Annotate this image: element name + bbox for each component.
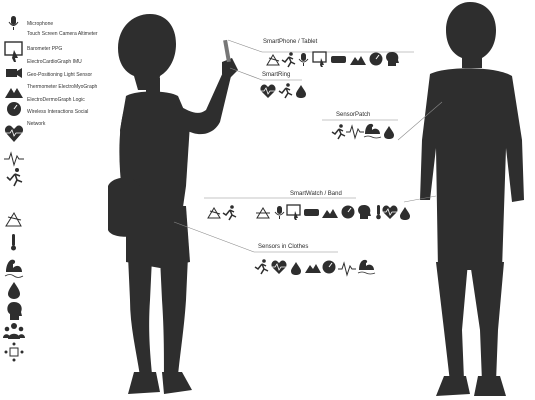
muscle-icon	[4, 259, 24, 278]
ecg-icon	[4, 151, 24, 167]
legend-item-7: ElectroDermoGraph Logic	[27, 97, 85, 103]
legend-item-4: ElectroCardioGraph IMU	[27, 59, 82, 65]
running-icon	[6, 168, 23, 187]
heart-pulse-icon	[4, 125, 24, 142]
thermometer-icon	[11, 234, 16, 251]
callout-smartwatch-label: SmartWatch / Band	[290, 191, 342, 197]
legend-item-3: Barometer PPG	[27, 46, 63, 52]
legend-item-1: Microphone	[27, 21, 54, 27]
camera-icon	[6, 68, 22, 78]
legend-item-8: Wireless Interactions Social	[27, 109, 89, 115]
microphone-icon	[8, 16, 19, 30]
drop-icon	[8, 282, 20, 299]
legend-item-6: Thermometer ElectroMyoGraph	[27, 84, 98, 90]
legend-item-2: Touch Screen Camera Altimeter	[27, 31, 98, 37]
smartwatch-icons	[207, 204, 410, 221]
callout-smartring-label: SmartRing	[262, 72, 291, 78]
callout-smartphone-label: SmartPhone / Tablet	[263, 39, 318, 45]
brain-icon	[7, 302, 22, 320]
callout-clothes-label: Sensors in Clothes	[258, 244, 309, 250]
smartphone-icons	[266, 51, 399, 68]
legend-icons	[3, 16, 25, 362]
callout-sensorpatch-label: SensorPatch	[336, 112, 371, 118]
smartring-icons	[260, 82, 306, 99]
legend-item-5: Geo-Positioning Light Sensor	[27, 72, 93, 78]
gauge-icon	[7, 102, 21, 116]
light-sensor-icon	[5, 211, 22, 227]
woman-silhouette	[108, 14, 238, 394]
altimeter-icon	[5, 88, 23, 98]
legend-item-9: Network	[27, 121, 46, 127]
sensorpatch-icons	[331, 123, 394, 140]
callout-lines	[173, 39, 443, 253]
smartphone-device	[223, 39, 231, 63]
social-icon	[3, 323, 25, 339]
clothes-icons	[254, 258, 376, 276]
man-silhouette	[420, 2, 524, 396]
network-icon	[4, 342, 24, 362]
touchscreen-icon	[4, 41, 23, 62]
